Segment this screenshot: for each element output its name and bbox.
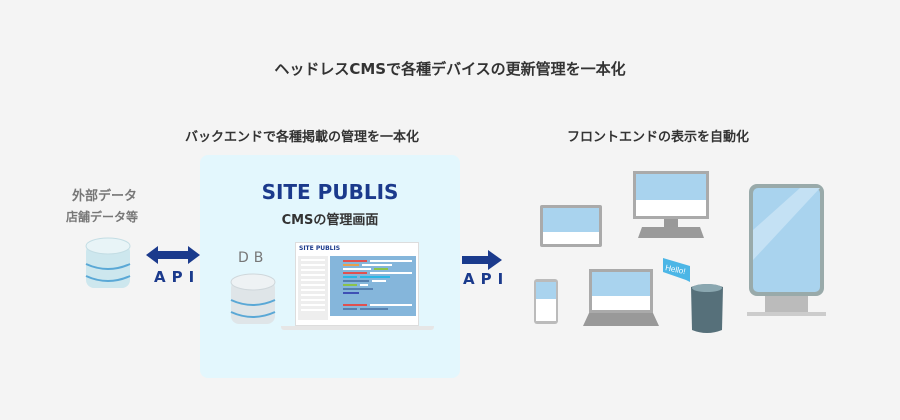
- desktop-monitor-icon: [633, 171, 709, 238]
- cms-subtitle: CMSの管理画面: [281, 213, 379, 228]
- api-right-label: API: [463, 270, 510, 288]
- laptop-base: [281, 326, 434, 330]
- diagram-title: ヘッドレスCMSで各種デバイスの更新管理を一本化: [274, 60, 626, 78]
- smartphone-icon: [534, 279, 558, 324]
- tablet-icon: [540, 205, 602, 247]
- smart-speaker-icon: [691, 284, 723, 333]
- right-arrow-icon: [462, 250, 502, 270]
- external-database-icon: [85, 237, 131, 288]
- cms-admin-mock: [298, 256, 416, 320]
- backend-heading: バックエンドで各種掲載の管理を一本化: [185, 130, 420, 145]
- cms-screen: SITE PUBLIS: [295, 242, 419, 326]
- external-data-label: 外部データ: [72, 189, 138, 204]
- brand-logo-text: SITE PUBLIS: [261, 180, 399, 204]
- screen-brand: SITE PUBLIS: [299, 245, 341, 252]
- external-data-sublabel: 店舗データ等: [66, 210, 139, 224]
- api-left-label: API: [154, 268, 201, 286]
- laptop-icon: [583, 269, 659, 326]
- speaker-bubble-text: Hello!: [664, 263, 686, 276]
- frontend-devices: Hello!: [534, 171, 826, 333]
- speech-bubble-icon: [663, 258, 690, 282]
- digital-signage-icon: [747, 184, 826, 316]
- cms-database-icon: [230, 273, 276, 324]
- frontend-heading: フロントエンドの表示を自動化: [567, 130, 750, 145]
- db-label: DB: [238, 250, 269, 266]
- bidirectional-arrow-icon: [146, 246, 200, 264]
